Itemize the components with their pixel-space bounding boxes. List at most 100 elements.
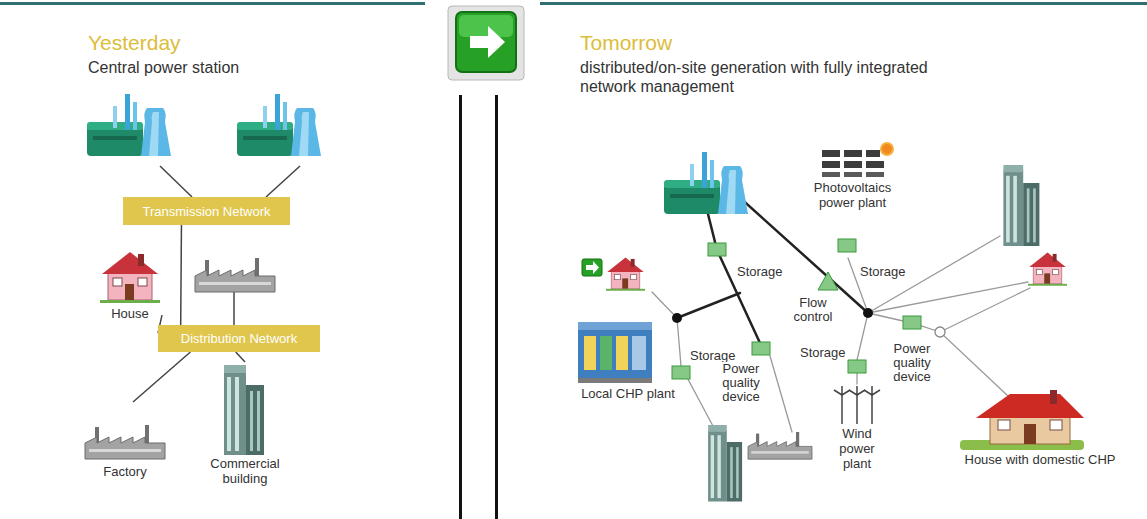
arrow-button [448,6,524,80]
right-icons [606,258,645,291]
device-label: Storage [798,346,848,360]
right-icons [664,152,748,214]
device-label: Power quality device [886,342,938,384]
chp-plant-icon [578,326,652,378]
left-wires [160,166,300,325]
left-wires [233,292,235,325]
label-anchor: Power quality device [716,362,766,405]
wind-turbine-icon [834,386,880,424]
grid-wires [677,293,740,318]
grid-devices [838,239,856,252]
chp-plant-icon [600,336,612,370]
grid-wires [770,356,792,432]
icon-caption: House with domestic CHP [955,452,1125,467]
photovoltaic-icon [822,143,893,177]
icon-caption: Photovoltaics power plant [805,180,900,210]
band-label: Transmission Network [142,204,270,219]
chp-plant-icon [578,322,652,330]
panel-heading: Yesterday [88,30,460,56]
grid-wires [857,313,868,360]
big-house-icon [998,420,1010,430]
labelled-icon: Commercial building [200,362,290,486]
grid-devices [672,366,690,379]
left-icons [85,425,165,459]
grid-wires [868,282,1028,313]
icon-caption: House [98,306,162,321]
network-band: Distribution Network [158,325,320,352]
left-icons [237,94,321,156]
left-icons [100,252,160,303]
labelled-icon: House with domestic CHP [955,388,1125,467]
chp-plant-icon [578,322,652,383]
photovoltaic-icon [844,172,862,177]
right-icons [748,432,812,459]
left-icons [85,94,321,459]
grid-wires [652,236,1030,432]
label-anchor: Flow control [788,296,838,325]
grid-devices [818,272,838,290]
big-house-icon [976,394,1084,418]
photovoltaic-icon [844,150,862,157]
wind-turbine-icon [834,386,850,395]
frame-lines [540,2,1147,5]
big-house-icon [960,390,1084,450]
big-house-icon [1050,420,1062,430]
photovoltaic-icon [822,161,840,168]
grid-devices [935,327,945,337]
photovoltaic-icon [866,150,880,157]
wind-turbine-icon [841,395,843,424]
grid-wires [940,288,1030,332]
grid-devices [903,316,921,329]
arrow-button [470,26,505,58]
grid-devices [863,308,873,318]
photovoltaic-icon [822,150,840,157]
grid-devices [708,243,726,256]
left-icons [224,365,264,455]
left-wires [266,166,300,197]
photovoltaic-icon [881,143,893,155]
connector-line [236,352,245,362]
device-label: Storage [858,265,908,279]
big-house-icon [1024,424,1036,444]
small-arrow-icon [586,261,599,274]
device-label: Storage [735,265,785,279]
right-icons [1028,253,1067,286]
photovoltaic-icon [844,161,862,168]
icon-caption: Factory [85,464,165,479]
wind-turbine-icon [864,386,880,395]
small-arrow-icon [582,259,602,276]
device-label: Power quality device [716,362,766,404]
icon-caption: Wind power plant [826,426,888,471]
grid-devices [752,342,770,355]
labelled-icon: House [98,248,162,321]
small-arrow-icon [582,259,602,276]
wind-turbine-icon [856,395,858,424]
connector-line [133,352,190,402]
panel-heading: Tomorrow [580,30,1147,56]
labelled-icon: Wind power plant [826,380,888,471]
left-icons [87,94,171,156]
right-icons [1003,165,1039,246]
device-label: Flow control [788,296,838,324]
labelled-icon: Local CHP plant [570,318,686,401]
chp-plant-icon [616,336,628,370]
icon-caption: Commercial building [200,456,290,486]
label-anchor: Storage [798,343,854,361]
photovoltaic-icon [866,161,884,168]
grid-devices [672,313,682,323]
label-anchor: Storage [858,262,918,280]
chp-plant-icon [632,336,646,370]
panel-subtitle: distributed/on-site generation with full… [580,58,950,96]
network-band: Transmission Network [123,197,290,225]
left-icons [195,258,275,292]
right-icons [708,425,742,502]
band-label: Distribution Network [181,331,297,346]
wind-turbine-icon [871,395,873,424]
grid-devices [848,360,866,373]
frame-lines [0,2,425,5]
wind-turbine-icon [849,386,865,395]
device-label: Storage [688,349,738,363]
